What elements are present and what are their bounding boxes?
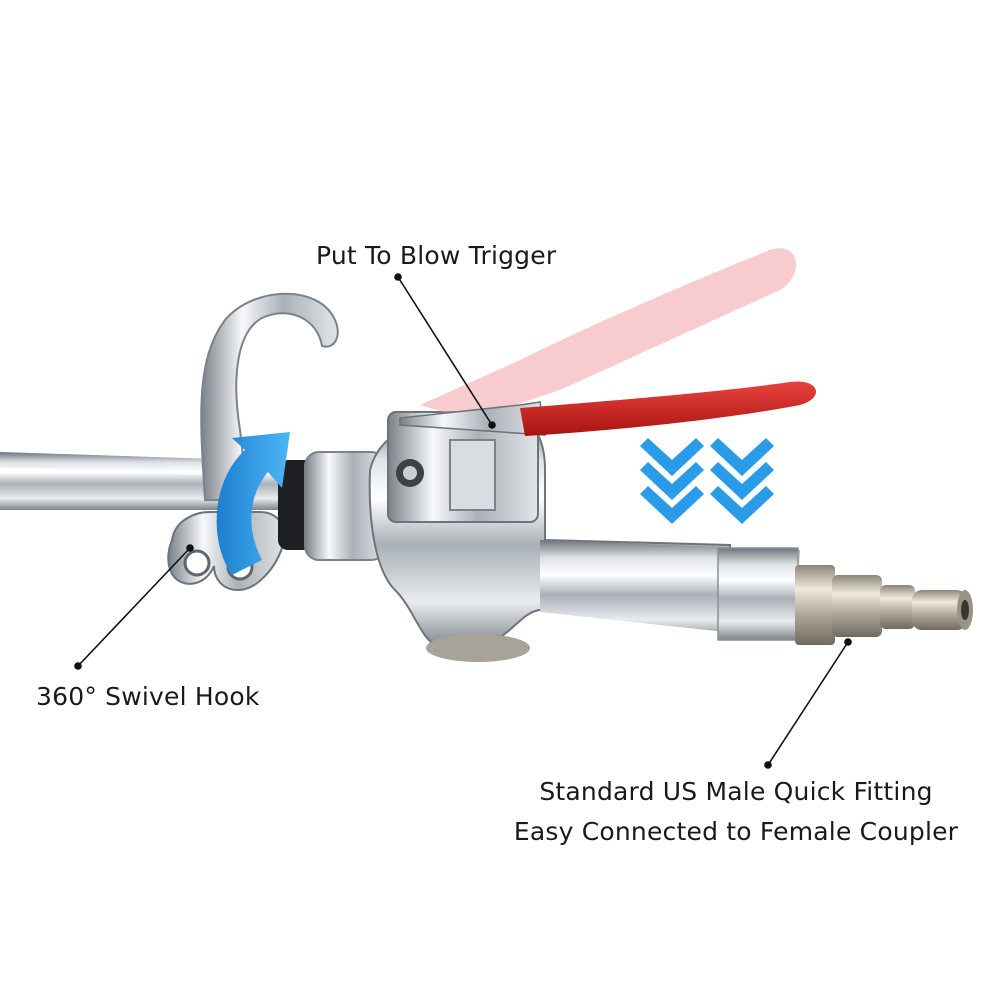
handle-tube: [540, 540, 800, 641]
callout-trigger-label: Put To Blow Trigger: [316, 241, 557, 270]
press-down-chevron-icon: [640, 438, 774, 524]
male-quick-fitting: [795, 565, 973, 645]
callout-leaders: [74, 273, 852, 769]
callout-fitting-line2: Easy Connected to Female Coupler: [513, 817, 959, 846]
callout-fitting-label: Standard US Male Quick Fitting Easy Conn…: [500, 772, 972, 852]
callout-fitting-line1: Standard US Male Quick Fitting: [539, 777, 933, 806]
trigger-lever: [399, 381, 817, 436]
collar: [278, 451, 386, 561]
swivel-rotation-arrow-icon: [216, 432, 290, 575]
callout-hook-label: 360° Swivel Hook: [36, 682, 260, 711]
trigger-ghost: [420, 248, 797, 420]
